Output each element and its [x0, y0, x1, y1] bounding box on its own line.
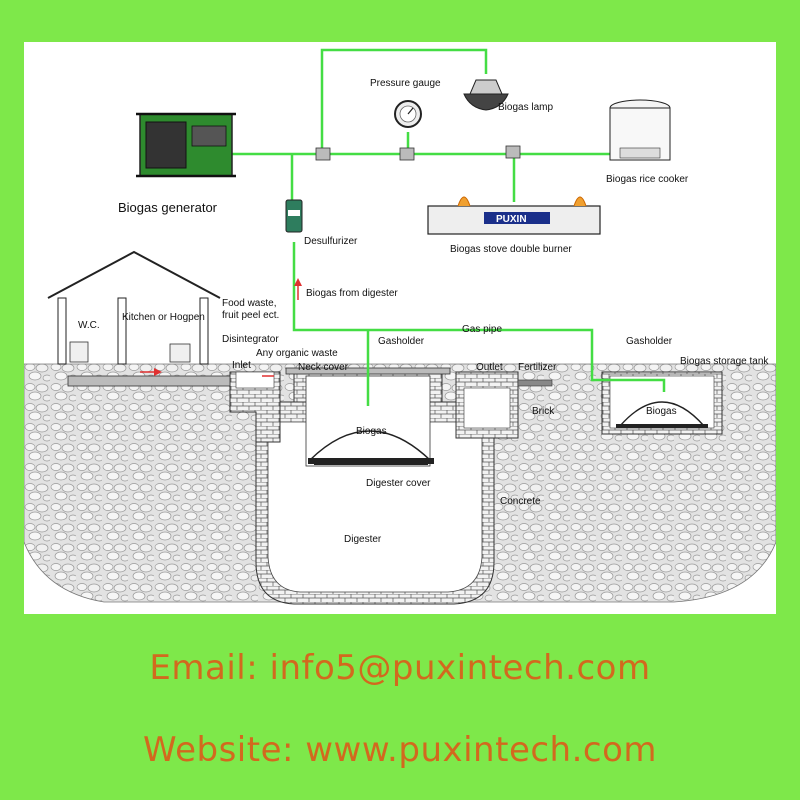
outlet-label: Outlet [476, 362, 503, 373]
storage-tank-pit [602, 372, 722, 434]
disintegrator-label: Disintegrator [222, 334, 279, 345]
digester-cover-label: Digester cover [366, 478, 431, 489]
website-contact: Website: www.puxintech.com [0, 730, 800, 770]
flow-arrows [140, 278, 302, 376]
biogas-lamp-label: Biogas lamp [498, 102, 553, 113]
pressure-gauge-icon [395, 101, 421, 127]
desulfurizer-label: Desulfurizer [304, 236, 358, 247]
digester-label: Digester [344, 534, 382, 545]
gasholder-tank-label: Gasholder [626, 336, 673, 347]
kitchen-label: Kitchen or Hogpen [122, 312, 205, 323]
email-contact: Email: info5@puxintech.com [0, 648, 800, 688]
any-organic-waste-label: Any organic waste [256, 348, 338, 359]
biogas-stove-label: Biogas stove double burner [450, 244, 572, 255]
fertilizer-label: Fertilizer [518, 362, 557, 373]
biogas-generator-icon [136, 114, 236, 176]
inlet-label: Inlet [232, 360, 251, 371]
biogas-main-label: Biogas [356, 426, 387, 437]
concrete-label: Concrete [500, 496, 541, 507]
stove-brand-label: PUXIN [496, 214, 527, 225]
pressure-gauge-label: Pressure gauge [370, 78, 441, 89]
food-waste-label-2: fruit peel ect. [222, 310, 279, 321]
wc-label: W.C. [78, 320, 100, 331]
diagram-panel: Pressure gauge Biogas lamp Biogas rice c… [24, 42, 776, 614]
gasholder-main-label: Gasholder [378, 336, 425, 347]
storage-tank-label: Biogas storage tank [680, 356, 769, 367]
rice-cooker-icon [610, 100, 670, 160]
gas-pipe-label: Gas pipe [462, 324, 502, 335]
desulfurizer-icon [286, 200, 302, 232]
brick-label: Brick [532, 406, 555, 417]
biogas-generator-label: Biogas generator [118, 200, 218, 215]
biogas-system-diagram: Pressure gauge Biogas lamp Biogas rice c… [24, 42, 776, 614]
biogas-from-digester-label: Biogas from digester [306, 288, 398, 299]
neck-cover-label: Neck cover [298, 362, 349, 373]
food-waste-label-1: Food waste, [222, 298, 276, 309]
biogas-tank-label: Biogas [646, 406, 677, 417]
rice-cooker-label: Biogas rice cooker [606, 174, 689, 185]
